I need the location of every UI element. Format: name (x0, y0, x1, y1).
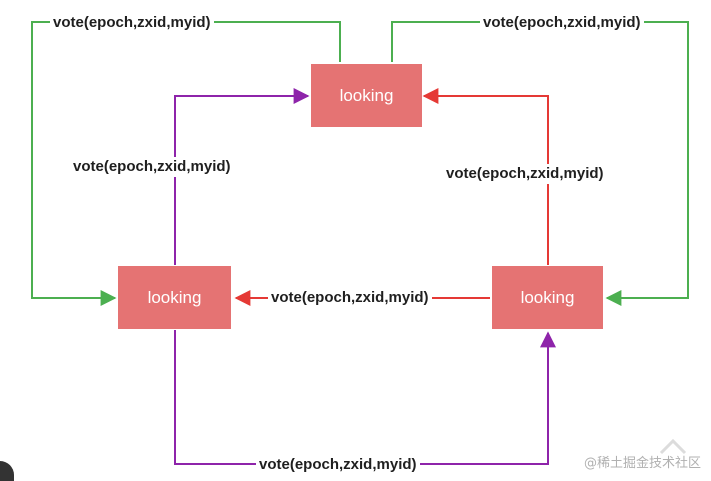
node-top-looking: looking (311, 64, 422, 127)
edge-label-right-top-inner: vote(epoch,zxid,myid) (443, 164, 607, 184)
edge-label-right-left-middle: vote(epoch,zxid,myid) (268, 288, 432, 308)
node-top-label: looking (339, 85, 394, 105)
corner-shape (0, 461, 14, 481)
edge-top-to-left-outer (31, 21, 341, 306)
edge-left-to-top-inner (174, 88, 310, 265)
edge-right-to-top-inner (422, 88, 549, 265)
node-right-label: looking (520, 287, 575, 307)
node-right-looking: looking (492, 266, 603, 329)
watermark-icon (659, 438, 687, 455)
edge-label-top-left-outer: vote(epoch,zxid,myid) (50, 13, 214, 33)
node-left-looking: looking (118, 266, 231, 329)
edge-label-top-right-outer: vote(epoch,zxid,myid) (480, 13, 644, 33)
node-left-label: looking (147, 287, 202, 307)
edge-top-to-right-outer (391, 21, 689, 306)
edge-left-to-right-bottom (174, 330, 556, 465)
edge-label-left-right-bottom: vote(epoch,zxid,myid) (256, 455, 420, 475)
watermark-text: @稀土掘金技术社区 (583, 456, 701, 471)
edge-label-left-top-inner: vote(epoch,zxid,myid) (70, 157, 234, 177)
